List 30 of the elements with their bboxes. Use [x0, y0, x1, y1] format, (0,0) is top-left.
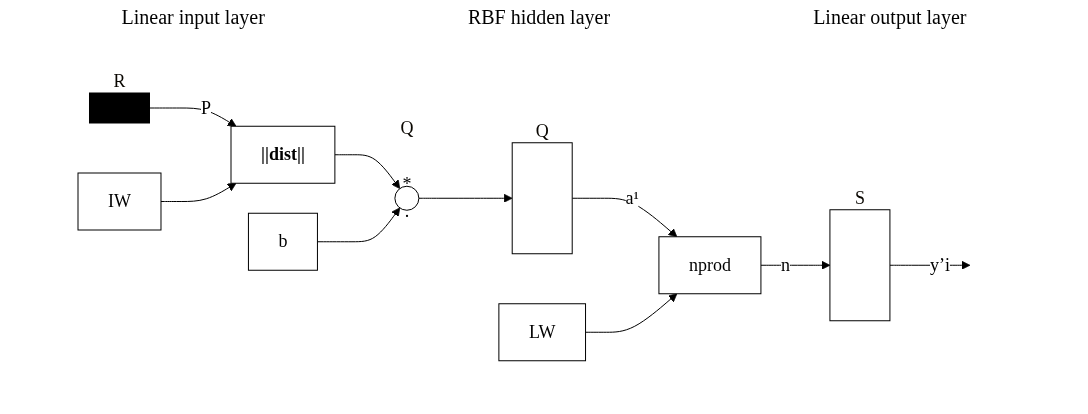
node-label: Q	[400, 117, 414, 138]
layer-heading: Linear input layer	[121, 6, 265, 29]
node-label: .	[404, 200, 410, 221]
arrow	[760, 260, 831, 270]
arrow	[316, 207, 401, 242]
node-box: b	[247, 212, 318, 271]
node-bar	[89, 92, 150, 124]
node-box: ||dist||	[230, 125, 336, 184]
edge-label: a¹	[625, 187, 639, 208]
edge-label: y’i	[929, 254, 950, 275]
node-label: Q	[535, 120, 549, 141]
node-label: R	[113, 70, 126, 91]
arrow	[585, 292, 678, 333]
node-box	[511, 141, 573, 254]
node-box: LW	[498, 302, 587, 361]
node-box: IW	[77, 172, 162, 231]
edge-label: P	[201, 97, 212, 118]
layer-heading: RBF hidden layer	[467, 6, 611, 29]
edge-label: n	[780, 254, 790, 275]
arrow	[149, 107, 237, 127]
arrow	[571, 197, 678, 237]
arrow	[160, 182, 237, 202]
arrow	[418, 193, 513, 203]
node-label: S	[854, 187, 865, 208]
node-box	[829, 208, 891, 321]
node-circle	[394, 185, 420, 211]
arrow	[334, 153, 401, 189]
layer-heading: Linear output layer	[813, 6, 967, 29]
node-label: *	[402, 173, 412, 194]
node-box: nprod	[658, 235, 762, 294]
